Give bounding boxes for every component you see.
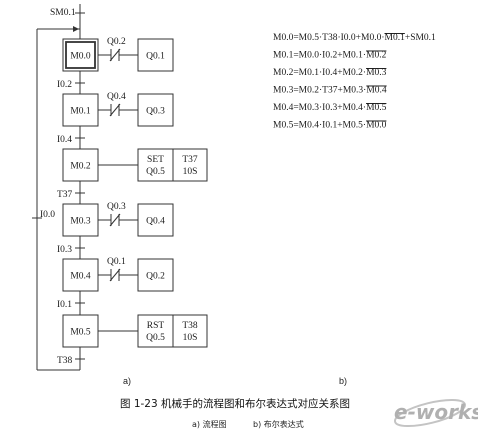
transition-label: I0.3 (57, 245, 72, 255)
equation-terms: M0.4=M0.3·I0.3+M0.4· (273, 103, 366, 113)
timer-name: T38 (182, 321, 198, 331)
step-label: M0.3 (70, 217, 91, 227)
equation-negated-term: M0.4 (366, 86, 387, 96)
timer-preset: 10S (183, 167, 198, 177)
part-label-a: a) (123, 376, 131, 386)
output-box (137, 258, 174, 292)
transition-label: T37 (57, 190, 73, 200)
equation-negated-term: M0.3 (366, 68, 387, 78)
equation: M0.1=M0.0·I0.2+M0.1·M0.2 (273, 51, 387, 61)
equation-terms: M0.1=M0.0·I0.2+M0.1· (273, 51, 366, 61)
equation-terms: M0.3=M0.2·T37+M0.3· (273, 86, 366, 96)
loop-arrowhead (73, 26, 79, 32)
init-label: SM0.1 (50, 8, 76, 18)
timer-name: T37 (182, 155, 198, 165)
equation-terms: M0.2=M0.1·I0.4+M0.2· (273, 68, 366, 78)
action-command: RST (147, 321, 165, 331)
step-label: M0.4 (70, 272, 91, 282)
output-label: Q0.3 (146, 107, 165, 117)
equation: M0.0=M0.5·T38·I0.0+M0.0·M0.1+SM0.1 (273, 33, 436, 43)
part-label-b: b) (339, 376, 347, 386)
equation: M0.5=M0.4·I0.1+M0.5·M0.0 (273, 121, 387, 131)
action-target: Q0.5 (146, 333, 165, 343)
output-box (137, 93, 174, 127)
transition-label: T38 (57, 356, 73, 366)
contact-label: Q0.2 (107, 37, 126, 47)
caption-sub-a: a) 流程图 (192, 419, 227, 429)
equation-tail: +SM0.1 (405, 33, 436, 43)
loop-transition-label: I0.0 (40, 210, 55, 220)
contact-slash (109, 213, 121, 227)
equation-terms: M0.0=M0.5·T38·I0.0+M0.0· (273, 33, 385, 43)
contact-slash (109, 268, 121, 282)
contact-slash (109, 48, 121, 62)
watermark-logo: e-works (393, 398, 478, 428)
contact-label: Q0.4 (107, 92, 126, 102)
initial-step-inner-box (65, 41, 96, 69)
output-box (137, 38, 174, 72)
transition-label: I0.2 (57, 80, 72, 90)
caption-sub-b: b) 布尔表达式 (253, 419, 304, 429)
action-target: Q0.5 (146, 167, 165, 177)
step-label: M0.0 (70, 52, 91, 62)
equation: M0.4=M0.3·I0.3+M0.4·M0.5 (273, 103, 387, 113)
step-label: M0.2 (70, 162, 91, 172)
step-label: M0.5 (70, 328, 91, 338)
transition-label: I0.1 (57, 300, 72, 310)
equation-negated-term: M0.2 (366, 51, 387, 61)
step-label: M0.1 (70, 107, 91, 117)
equation: M0.3=M0.2·T37+M0.3·M0.4 (273, 86, 387, 96)
equation-negated-term: M0.0 (366, 121, 387, 131)
action-command: SET (147, 155, 164, 165)
figure-caption: 图 1-23 机械手的流程图和布尔表达式对应关系图 (120, 397, 350, 410)
sequential-flowchart: SM0.1M0.0Q0.2Q0.1I0.2M0.1Q0.4Q0.3I0.4M0.… (32, 4, 208, 371)
output-label: Q0.1 (146, 52, 165, 62)
equation-negated-term: M0.5 (366, 103, 387, 113)
contact-label: Q0.3 (107, 202, 126, 212)
equation: M0.2=M0.1·I0.4+M0.2·M0.3 (273, 68, 387, 78)
output-box (137, 203, 174, 237)
equation-terms: M0.5=M0.4·I0.1+M0.5· (273, 121, 366, 131)
watermark-text: e-works (394, 400, 478, 424)
output-label: Q0.2 (146, 272, 165, 282)
output-label: Q0.4 (146, 217, 165, 227)
timer-preset: 10S (183, 333, 198, 343)
equation-negated-term: M0.1 (385, 33, 406, 43)
transition-label: I0.4 (57, 135, 72, 145)
contact-label: Q0.1 (107, 257, 126, 267)
contact-slash (109, 103, 121, 117)
boolean-equations: M0.0=M0.5·T38·I0.0+M0.0·M0.1+SM0.1M0.1=M… (273, 33, 436, 131)
